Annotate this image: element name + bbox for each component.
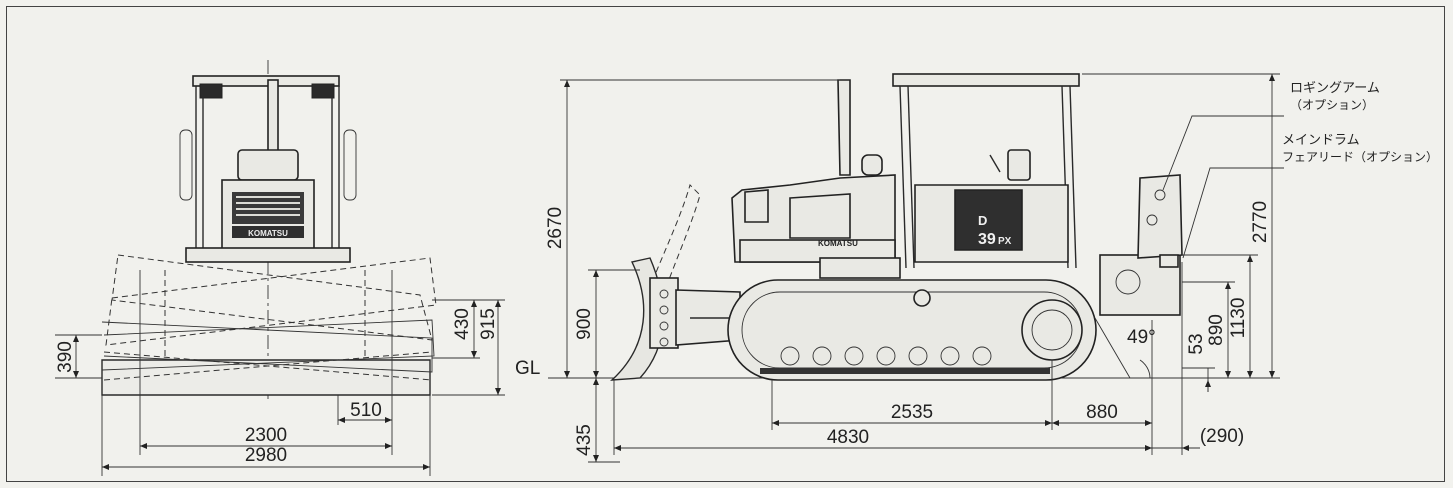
blade-raised-outline <box>644 184 701 306</box>
dim-option-290: (290) <box>1200 426 1244 447</box>
front-canopy-roof <box>192 75 340 87</box>
dim-blade-lift-900: 900 <box>574 308 595 340</box>
front-work-light-right <box>311 83 335 99</box>
dim-overall-length: 4830 <box>827 427 869 448</box>
dim-lift-390: 390 <box>55 341 76 373</box>
dim-track-length: 2535 <box>891 402 933 423</box>
logging-arm-option-label: （オプション） <box>1290 98 1375 112</box>
model-letter: D <box>978 213 987 228</box>
dim-blade-depth-435: 435 <box>574 424 595 456</box>
dim-overall-height-2670: 2670 <box>545 207 566 249</box>
dim-height-890: 890 <box>1206 314 1227 346</box>
model-suffix: PX <box>998 236 1012 247</box>
front-blade <box>101 359 431 396</box>
cab-roof <box>892 73 1080 87</box>
front-work-light-left <box>199 83 223 99</box>
dim-blade-height: 430 <box>452 308 473 340</box>
track-assembly <box>727 279 1097 381</box>
dim-height-1130: 1130 <box>1228 298 1249 339</box>
side-brand-label: KOMATSU <box>818 239 858 248</box>
side-exhaust-stack <box>837 79 851 176</box>
dim-rear-880: 880 <box>1086 402 1118 423</box>
model-decal <box>954 189 1023 251</box>
side-view: GL KOMATSU <box>515 73 1284 463</box>
dim-overall-height-2770: 2770 <box>1250 201 1271 243</box>
annotation-main-drum: メインドラム フェアリード（オプション） <box>1282 132 1438 166</box>
model-number: 39 <box>978 231 996 248</box>
annotation-logging-arm: ロギングアーム （オプション） <box>1290 80 1380 114</box>
logging-arm-label: ロギングアーム <box>1290 81 1380 96</box>
dim-overall-width: 2980 <box>245 445 287 466</box>
front-brand-label: KOMATSU <box>248 229 288 238</box>
dim-height-915: 915 <box>478 308 499 340</box>
dim-angle: 49° <box>1127 327 1156 348</box>
dim-track-gauge: 2300 <box>245 425 287 446</box>
sprocket <box>1021 299 1083 361</box>
logging-arm <box>1137 174 1183 259</box>
fairlead-option-label: フェアリード（オプション） <box>1282 150 1439 164</box>
dim-offset-510: 510 <box>350 400 382 421</box>
front-view: KOMATSU 2980 2300 <box>55 60 505 476</box>
main-drum-label: メインドラム <box>1282 133 1360 148</box>
dim-height-53: 53 <box>1186 333 1207 354</box>
track-rollers <box>780 346 992 366</box>
ground-label: GL <box>515 358 540 379</box>
